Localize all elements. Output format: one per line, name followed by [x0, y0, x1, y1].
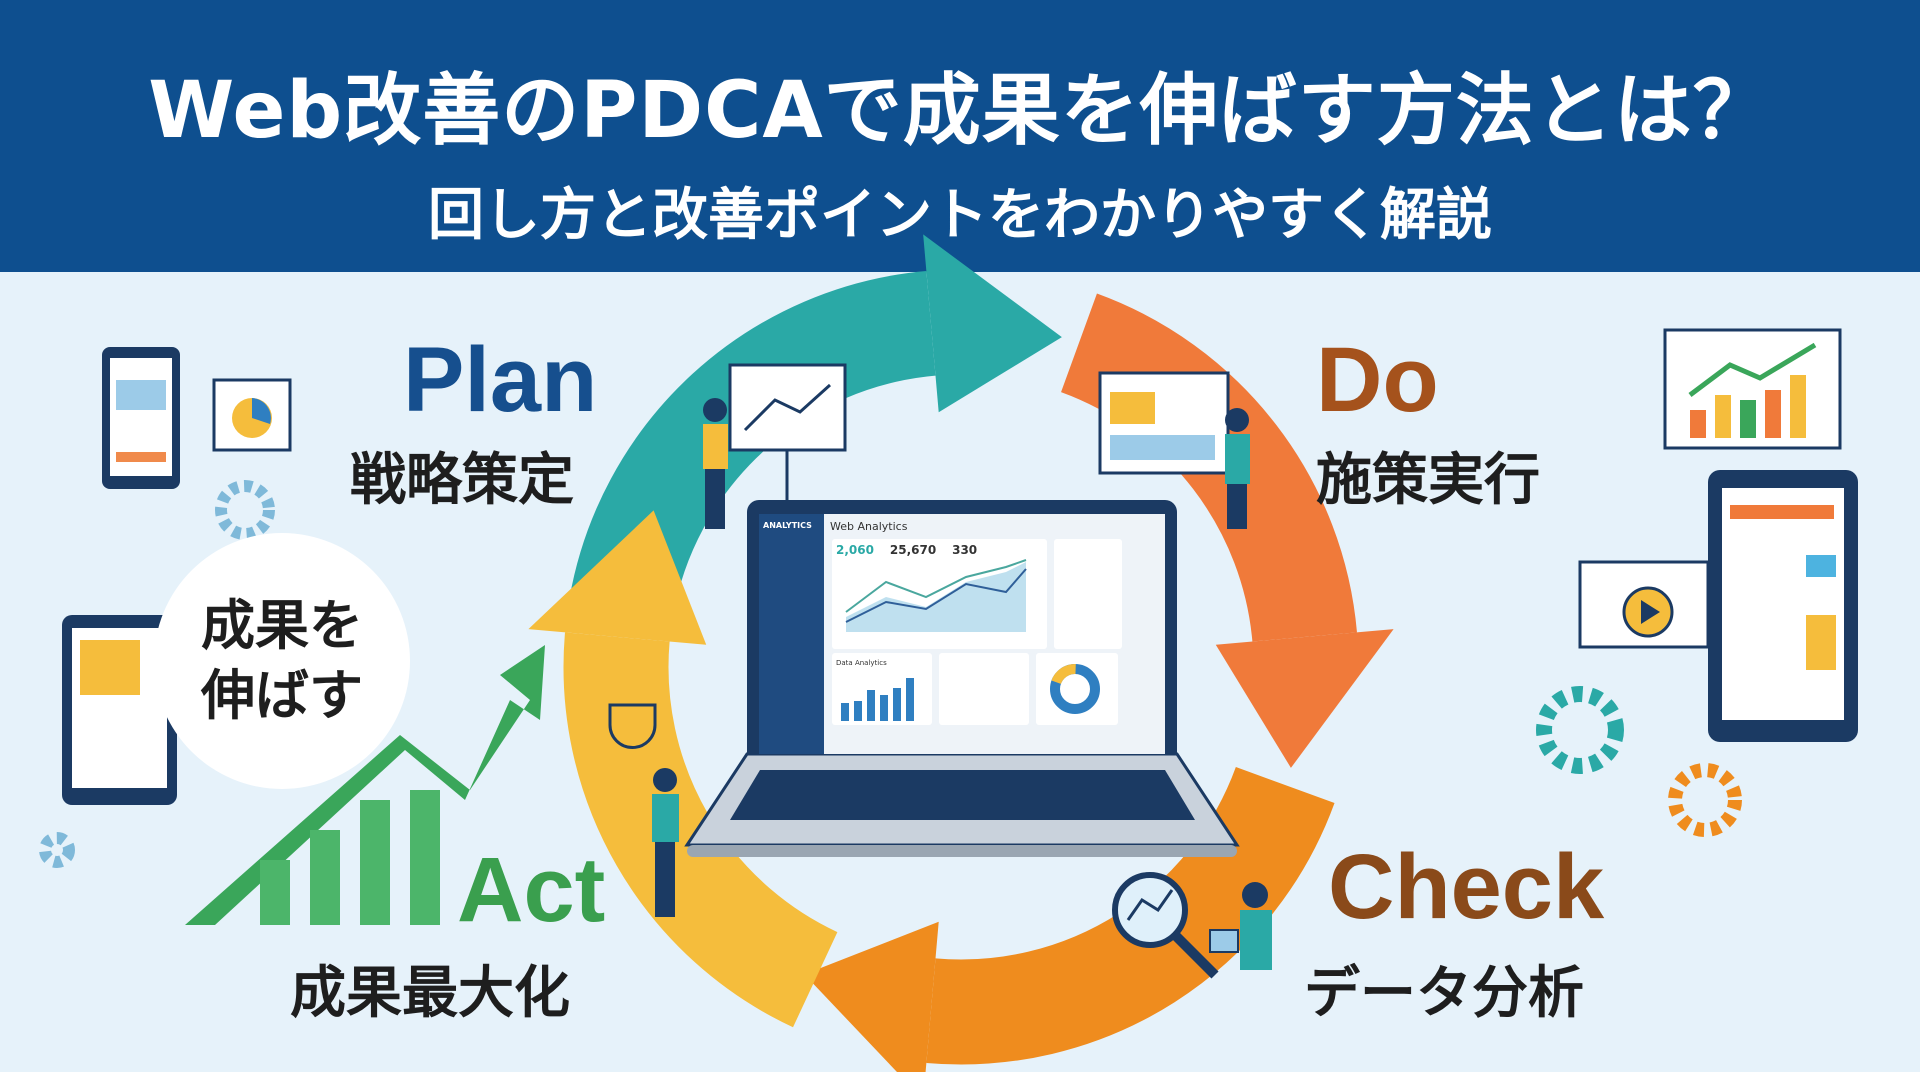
trophy-person-icon: [608, 703, 679, 917]
metric-value: 330: [952, 543, 978, 557]
magnifier-icon: [1112, 872, 1219, 979]
tablet-right-icon: [1708, 470, 1858, 742]
tablet-icon: [62, 615, 177, 805]
page-subtitle: 回し方と改善ポイントをわかりやすく解説: [428, 183, 1492, 248]
metric-value: 2,060: [836, 543, 874, 557]
stage-check-title: Check: [1328, 836, 1605, 938]
metrics-card: 2,060 25,670 330: [832, 539, 1047, 649]
metric-value: 25,670: [889, 543, 937, 557]
list-card: [1054, 539, 1123, 649]
dashboard-brand: ANALYTICS: [763, 521, 812, 530]
chart-board-icon: [1663, 328, 1842, 450]
stage-act-subtitle: 成果最大化: [290, 961, 570, 1026]
pdca-ring: [528, 234, 1394, 1072]
stage-plan-title: Plan: [403, 329, 598, 431]
dashboard-title: Web Analytics: [830, 520, 908, 533]
badge-line-2: 伸ばす: [201, 664, 363, 727]
person-icon: [1225, 408, 1250, 529]
web-window-icon: [1098, 371, 1230, 475]
chart-window-icon: [212, 378, 292, 452]
stage-plan-subtitle: 戦略策定: [350, 448, 574, 513]
dashboard-main: Web Analytics 2,060 25,670 330 Data Anal…: [824, 514, 1165, 754]
ring-arrowhead-plan: [923, 234, 1062, 413]
gear-icon: [1668, 763, 1742, 837]
badge-line-1: 成果を: [201, 594, 363, 657]
laptop: ANALYTICS Web Analytics 2,060 25,670 330…: [747, 500, 1177, 754]
gear-icon: [1536, 686, 1624, 774]
gear-icon: [39, 480, 275, 868]
ring-arrowhead-act: [528, 510, 707, 645]
center-badge: 成果を 伸ばす: [154, 533, 410, 789]
stage-act-title: Act: [457, 839, 606, 941]
progress-card: [939, 653, 1030, 725]
growth-arrow-icon: [185, 645, 545, 925]
laptop-keyboard: [684, 752, 1240, 857]
stage-do-subtitle: 施策実行: [1316, 448, 1540, 513]
analytics-dashboard: ANALYTICS Web Analytics 2,060 25,670 330…: [759, 514, 1165, 754]
person-tablet-icon: [1209, 882, 1272, 970]
phone-icon: [102, 347, 180, 489]
dashboard-sidebar: ANALYTICS: [759, 514, 824, 754]
bar-chart-card: Data Analytics: [832, 653, 932, 725]
ring-arrowhead-check: [804, 921, 939, 1072]
donut-chart: [1050, 664, 1101, 714]
stage-check-subtitle: データ分析: [1304, 961, 1584, 1026]
donut-card: [1036, 653, 1119, 725]
page-title: Web改善のPDCAで成果を伸ばす方法とは？: [148, 66, 1772, 156]
presentation-board-icon: [728, 363, 847, 530]
panel-title: Data Analytics: [836, 659, 887, 667]
ring-arrow-check: [926, 766, 1335, 1065]
bar-chart: [841, 678, 914, 721]
person-icon: [703, 398, 728, 529]
video-window-icon: [1578, 560, 1710, 649]
header-banner: Web改善のPDCAで成果を伸ばす方法とは？ 回し方と改善ポイントをわかりやすく…: [0, 0, 1920, 272]
line-chart: [845, 559, 1027, 632]
stage-do-title: Do: [1316, 329, 1439, 431]
ring-arrowhead-do: [1215, 629, 1394, 768]
